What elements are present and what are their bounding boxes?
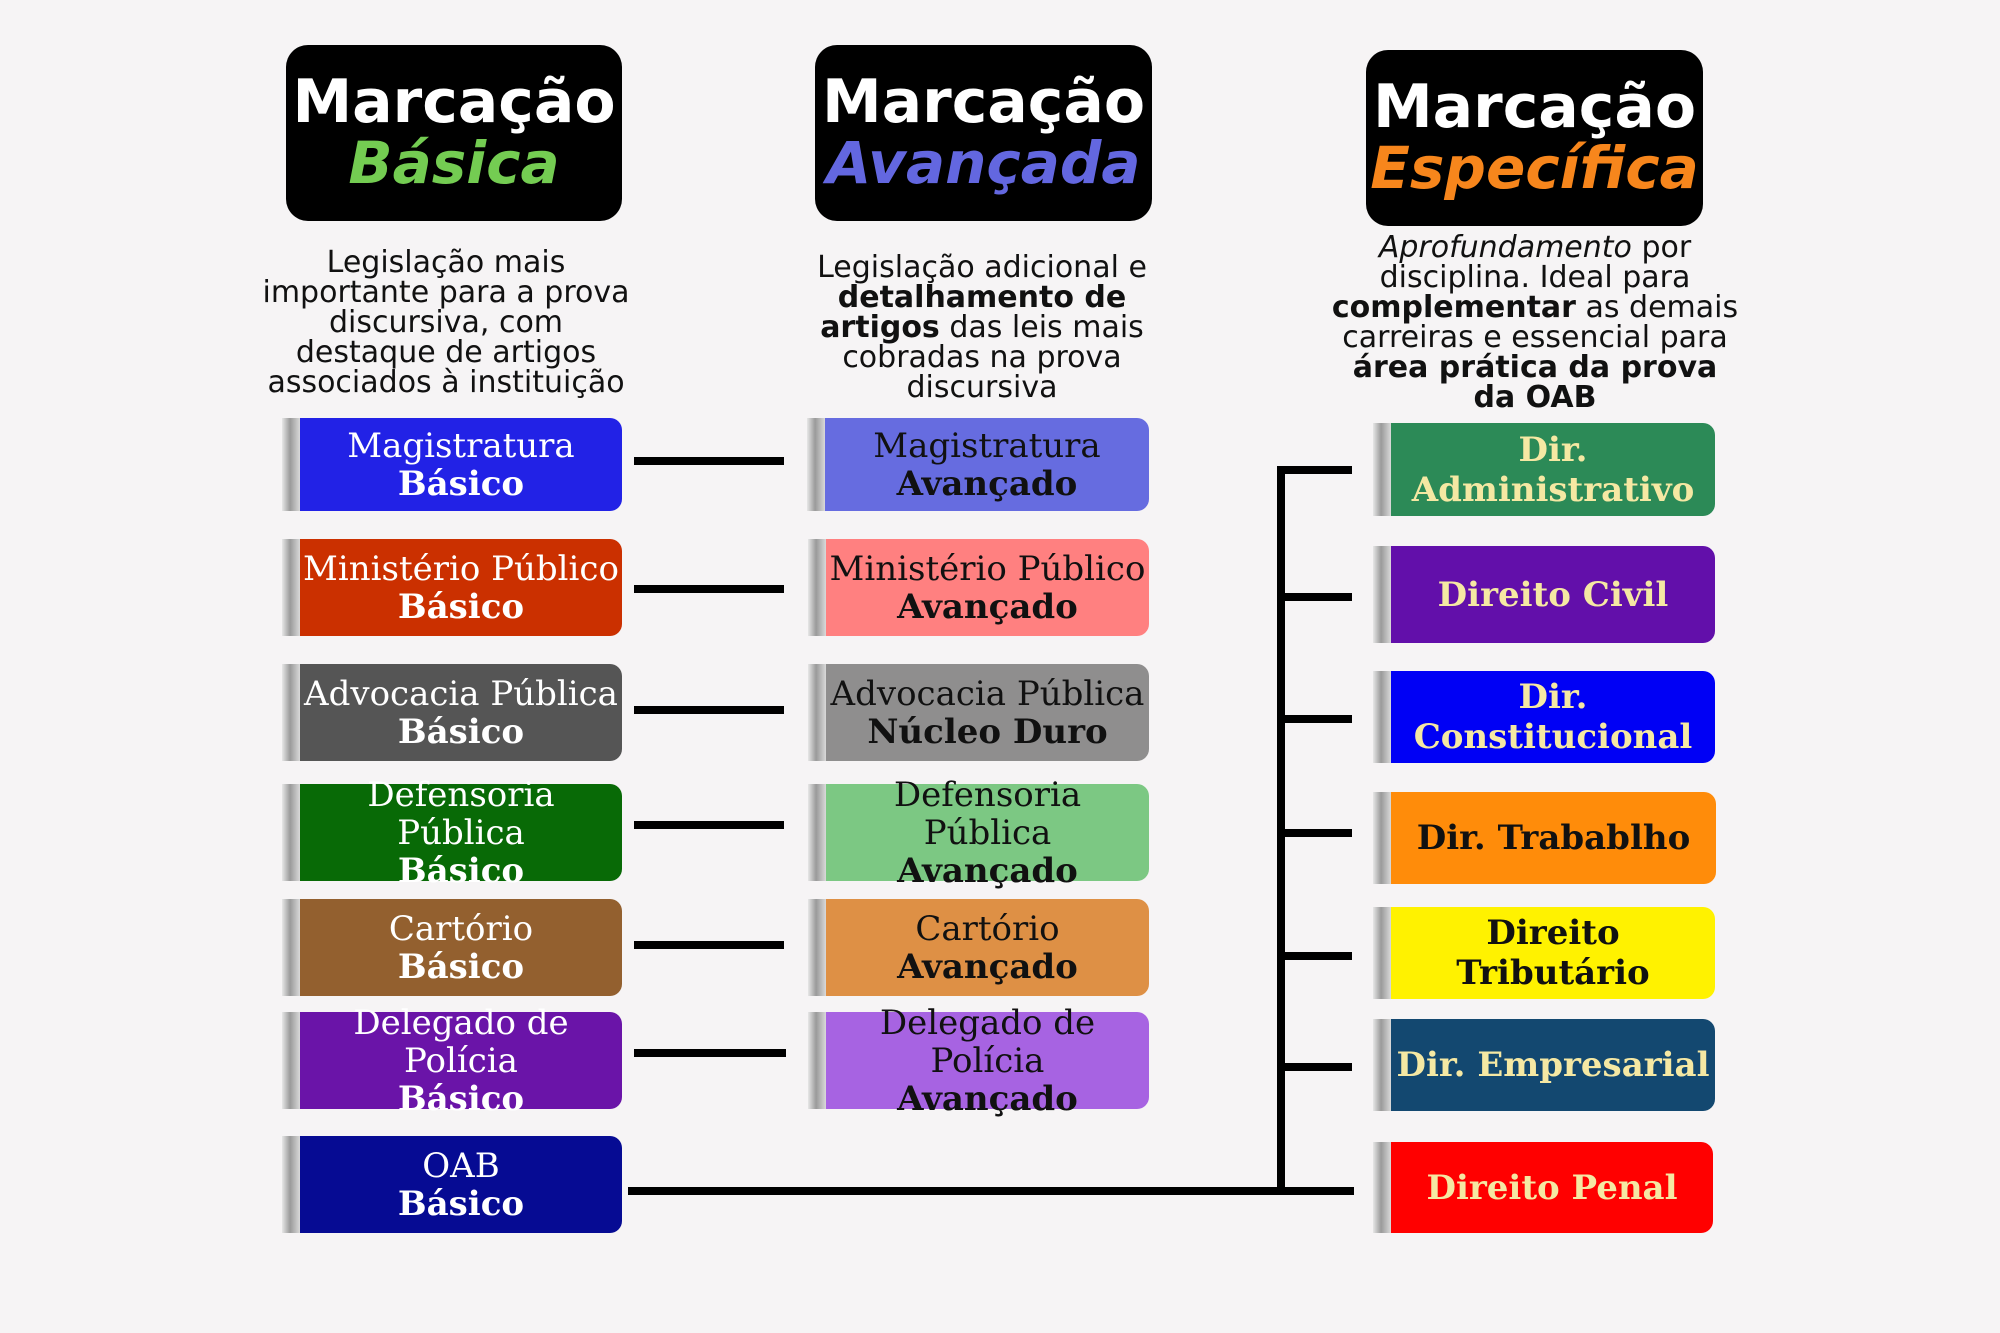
header-especifica-subtitle: Específica [1370,134,1699,202]
box-level: Básico [397,586,525,627]
header-especifica-title: Marcação [1372,72,1697,142]
box-level: Núcleo Duro [867,711,1108,752]
connector-branch-tributario [1277,952,1352,960]
description-avancada: Legislação adicional e detalhamento de a… [812,253,1152,403]
box-level: Básico [397,1078,525,1119]
box-level: Básico [397,463,525,504]
box-level: Básico [397,711,525,752]
box-level: Básico [397,1183,525,1224]
box-label: Direito Tributário [1456,913,1650,993]
box-level: Avançado [897,946,1078,987]
box-advocacia-publica-basico[interactable]: Advocacia Pública Básico [282,664,622,761]
header-avancada-title: Marcação [821,67,1146,137]
box-dir-administrativo[interactable]: Dir. Administrativo [1373,423,1715,516]
box-label: Ministério Público [303,548,619,589]
box-direito-civil[interactable]: Direito Civil [1373,546,1715,643]
box-level: Avançado [897,1078,1078,1119]
box-delegado-policia-basico[interactable]: Delegado de Polícia Básico [282,1004,622,1118]
box-label: Delegado de Polícia [879,1002,1096,1081]
box-ministerio-publico-basico[interactable]: Ministério Público Básico [282,539,622,636]
description-avancada-b1: detalhamento de artigos [820,280,1127,345]
box-dir-trabalho[interactable]: Dir. Trabablho [1373,792,1716,884]
description-basica: Legislação mais importante para a prova … [262,248,630,398]
connector-branch-constitucional [1277,715,1352,723]
description-especifica-b1: complementar [1331,290,1576,325]
box-defensoria-publica-basico[interactable]: Defensoria Pública Básico [282,776,622,890]
connector-ministerio-publico [634,585,784,593]
header-basica: Marcação Básica [286,45,622,221]
box-dir-empresarial[interactable]: Dir. Empresarial [1373,1019,1715,1111]
box-level: Básico [397,946,525,987]
description-basica-text: Legislação mais importante para a prova … [262,245,630,400]
header-avancada: Marcação Avançada [815,45,1152,221]
box-level: Avançado [897,586,1078,627]
box-label: Defensoria Pública [367,774,555,853]
box-label: Delegado de Polícia [353,1002,569,1081]
box-ministerio-publico-avancado[interactable]: Ministério Público Avançado [808,539,1149,636]
box-oab-basico[interactable]: OAB Básico [282,1136,622,1233]
header-basica-subtitle: Básica [348,129,560,197]
connector-branch-trabalho [1277,829,1352,837]
connector-advocacia-publica [634,706,784,714]
header-especifica: Marcação Específica [1366,50,1703,226]
connector-defensoria-publica [634,821,784,829]
header-basica-title: Marcação [292,67,616,137]
box-label: Defensoria Pública [893,774,1082,853]
box-label: Dir. Administrativo [1411,429,1695,510]
description-especifica-b2: área prática da prova da OAB [1352,350,1718,415]
box-label: Cartório [915,908,1060,949]
box-label: Dir. Trabablho [1416,818,1691,858]
box-label: Cartório [388,908,534,949]
connector-magistratura [634,457,784,465]
box-label: Direito Penal [1426,1167,1678,1208]
description-especifica-p2: as demais carreiras e essencial para [1342,290,1739,355]
connector-branch-civil [1277,593,1352,601]
description-especifica-i1: Aprofundamento [1378,230,1632,265]
box-level: Avançado [897,850,1078,891]
connector-oab-horizontal [628,1187,1354,1195]
description-especifica-p1: por disciplina. Ideal para [1379,230,1692,295]
header-avancada-subtitle: Avançada [826,129,1141,197]
description-especifica: Aprofundamento por disciplina. Ideal par… [1330,233,1740,413]
box-defensoria-publica-avancado[interactable]: Defensoria Pública Avançado [808,776,1149,890]
box-label: Advocacia Pública [304,673,618,714]
box-cartorio-avancado[interactable]: Cartório Avançado [808,899,1149,996]
box-cartorio-basico[interactable]: Cartório Básico [282,899,622,996]
box-label: Dir. Empresarial [1396,1045,1710,1085]
description-avancada-p1: Legislação adicional e [817,250,1147,285]
box-label: Magistratura [347,425,575,466]
box-delegado-policia-avancado[interactable]: Delegado de Polícia Avançado [808,1004,1149,1118]
box-level: Básico [397,850,525,891]
box-level: Avançado [896,463,1078,504]
box-magistratura-basico[interactable]: Magistratura Básico [282,418,622,511]
description-avancada-p2: das leis mais cobradas na prova discursi… [842,310,1144,405]
connector-cartorio [634,941,784,949]
box-label: OAB [422,1145,500,1186]
box-direito-tributario[interactable]: Direito Tributário [1373,907,1715,999]
connector-delegado-policia [634,1049,786,1057]
connector-branch-administrativo [1277,466,1352,474]
box-label: Dir. Constitucional [1413,677,1693,757]
connector-branch-empresarial [1277,1063,1352,1071]
box-direito-penal[interactable]: Direito Penal [1373,1142,1713,1233]
box-label: Direito Civil [1437,574,1669,615]
box-magistratura-avancado[interactable]: Magistratura Avançado [807,418,1149,511]
box-label: Ministério Público [829,548,1146,589]
box-label: Advocacia Pública [830,673,1145,714]
box-label: Magistratura [873,425,1101,466]
box-advocacia-publica-nucleo-duro[interactable]: Advocacia Pública Núcleo Duro [808,664,1149,761]
box-dir-constitucional[interactable]: Dir. Constitucional [1373,671,1715,763]
